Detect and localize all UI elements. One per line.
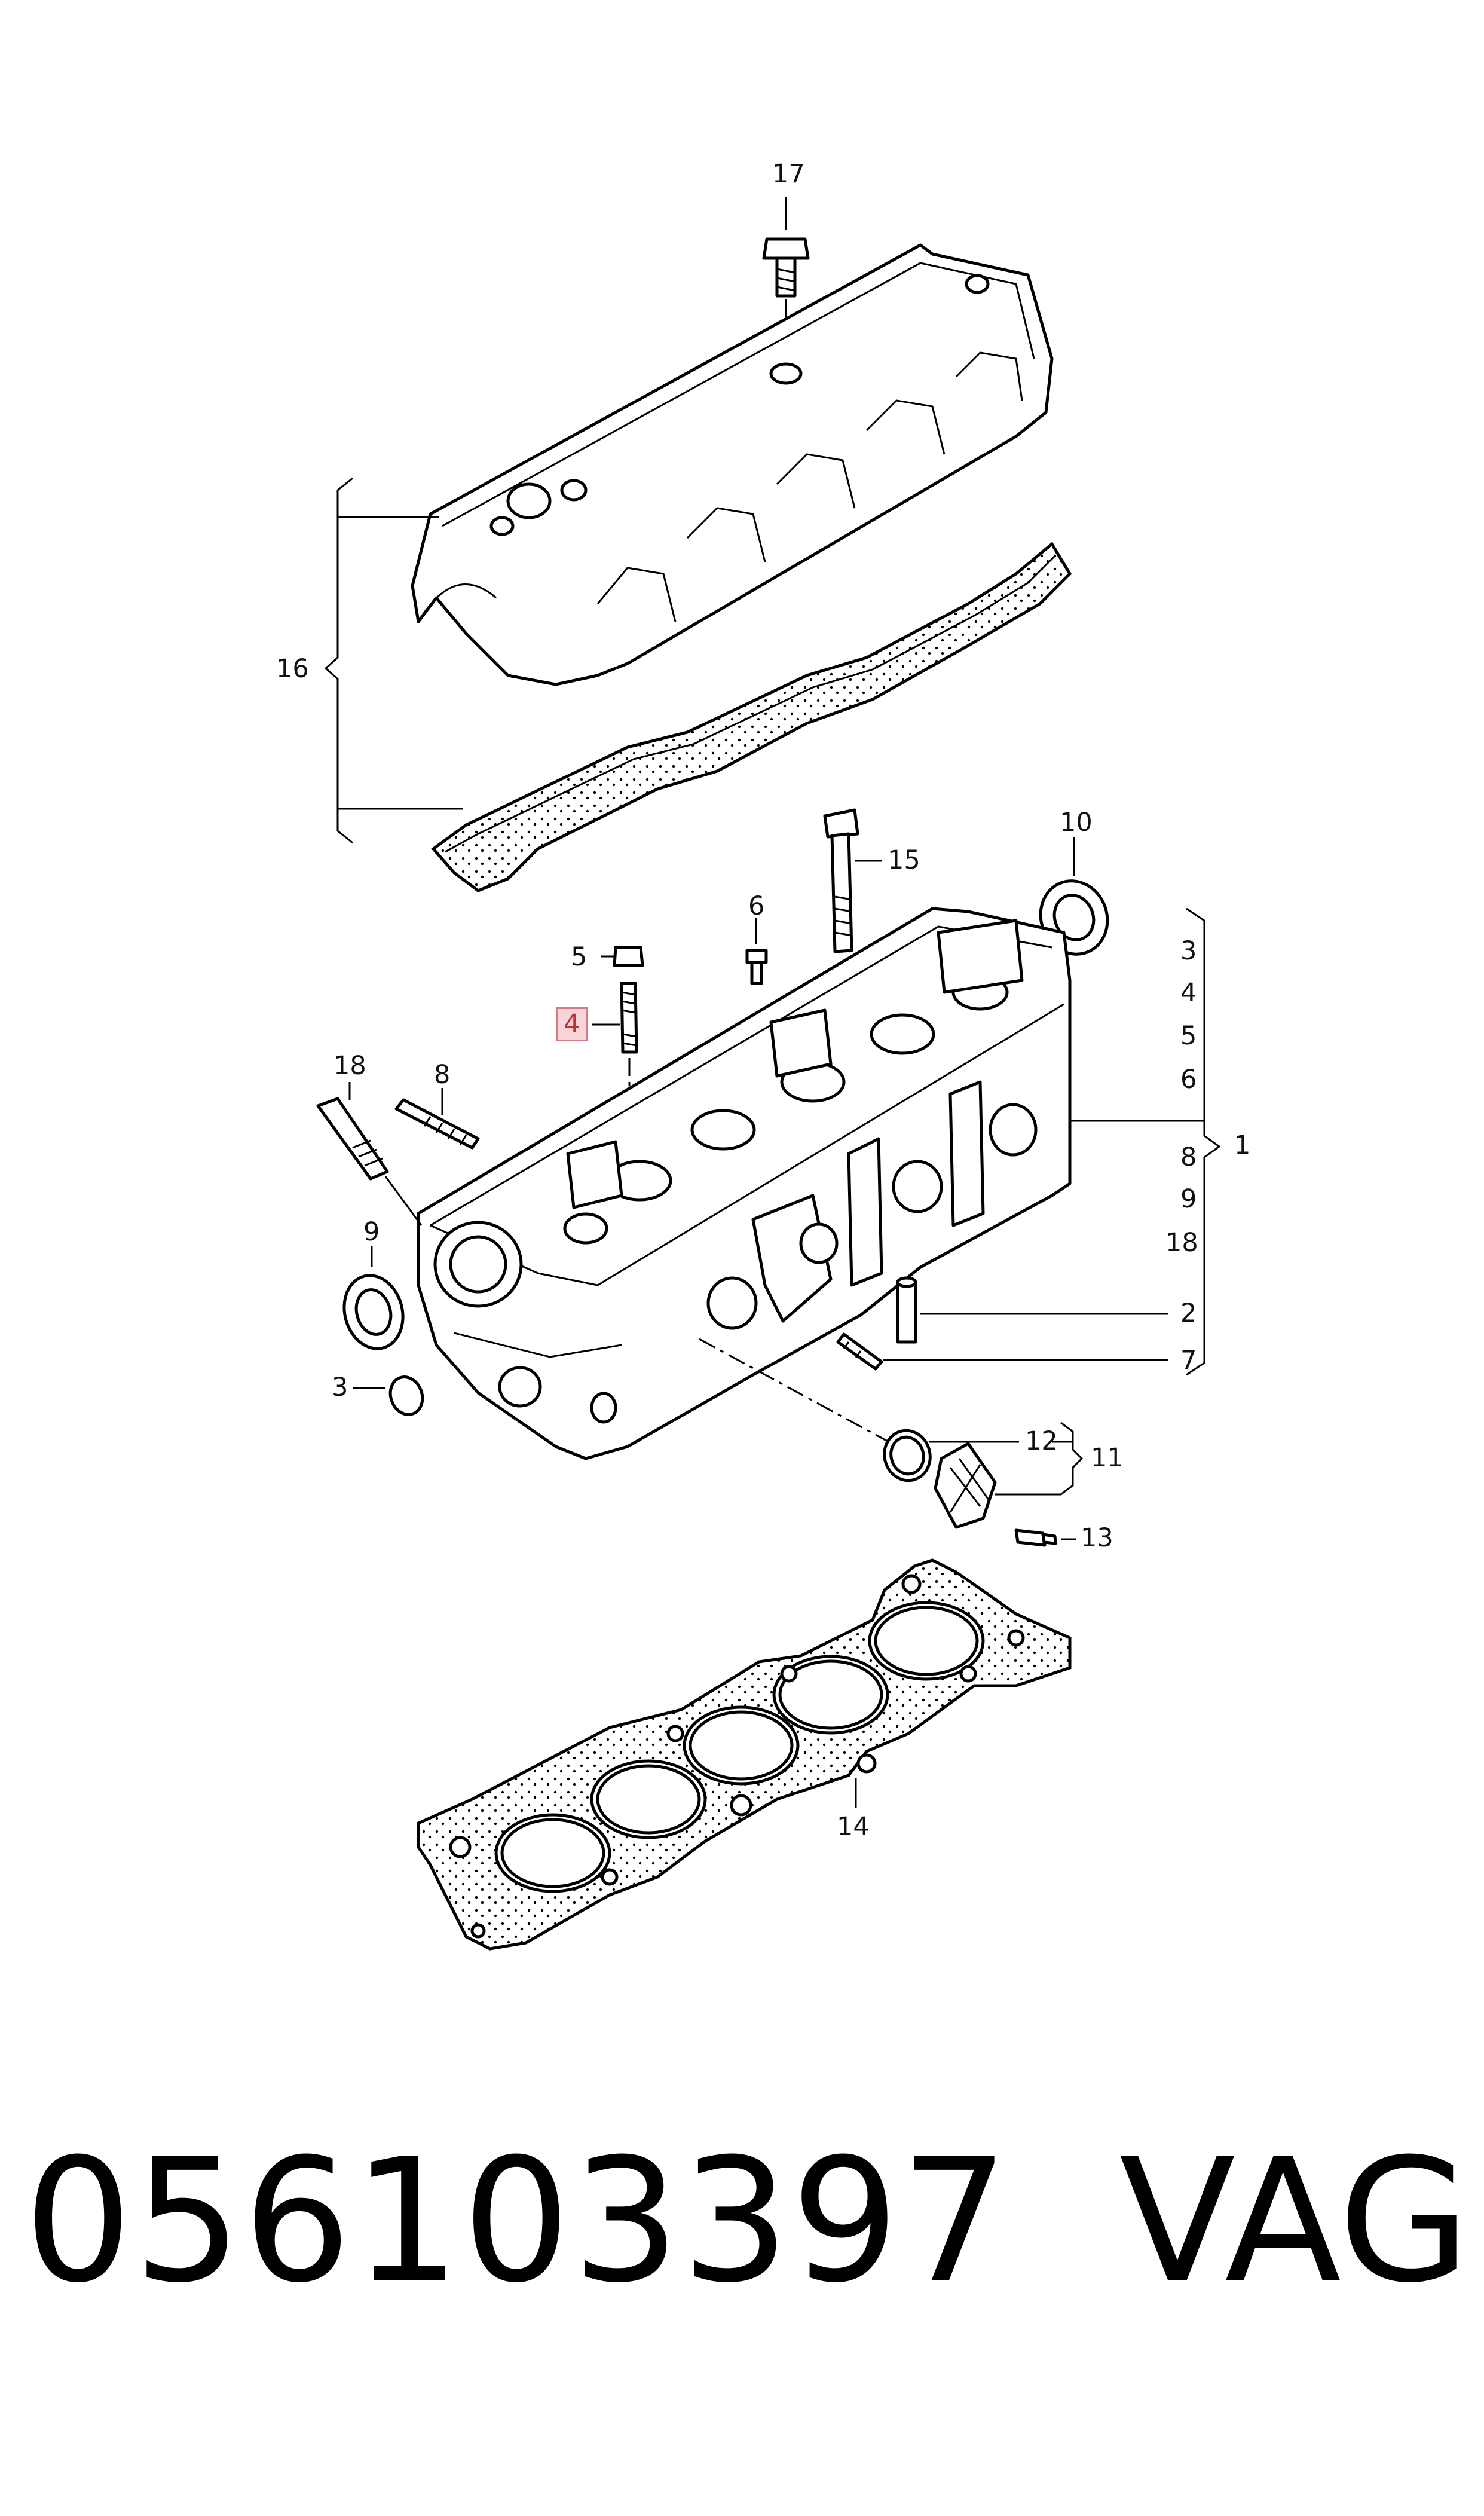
brand-name: VAG — [1119, 2122, 1470, 2321]
callout-9-right: 9 — [1180, 1184, 1197, 1214]
exploded-parts-diagram: 17 16 15 10 6 5 4 18 8 9 3 3 4 5 6 8 9 1… — [276, 159, 1251, 1951]
callout-16: 16 — [276, 654, 309, 684]
stud-18 — [316, 1082, 423, 1226]
callout-6-right: 6 — [1180, 1065, 1197, 1095]
bush-2 — [896, 1276, 1168, 1344]
callout-8-left: 8 — [434, 1060, 451, 1090]
cap-3 — [353, 1375, 424, 1416]
callout-11: 11 — [1091, 1443, 1124, 1473]
callout-5-left: 5 — [571, 942, 588, 972]
cover-11 — [934, 1421, 1084, 1529]
bolt-15 — [823, 808, 882, 953]
callout-12: 12 — [1025, 1426, 1058, 1456]
callout-17: 17 — [772, 159, 805, 189]
callout-10: 10 — [1060, 808, 1093, 837]
seal-9 — [342, 1246, 405, 1350]
bracket-16 — [324, 477, 463, 844]
valve-cover — [411, 243, 1054, 686]
head-gasket — [417, 1558, 1072, 1951]
callout-3-right: 3 — [1180, 936, 1197, 966]
callout-6-top: 6 — [748, 891, 765, 921]
part-number-caption: 056103397 VAG — [24, 2122, 1470, 2325]
bracket-1 — [1070, 907, 1221, 1376]
callout-15: 15 — [888, 845, 920, 875]
callout-9-left: 9 — [363, 1217, 380, 1247]
callout-5-right: 5 — [1180, 1021, 1197, 1051]
stud-7 — [836, 1332, 1168, 1371]
o-ring-12 — [883, 1429, 1019, 1482]
callout-14: 14 — [837, 1812, 870, 1842]
bolt-6 — [745, 918, 768, 985]
bolt-13 — [1014, 1528, 1076, 1547]
callout-4-right: 4 — [1180, 978, 1197, 1008]
stud-8 — [394, 1088, 480, 1150]
valve-cover-gasket — [431, 542, 1072, 892]
callout-7: 7 — [1180, 1346, 1197, 1375]
part-number: 056103397 — [24, 2122, 1010, 2321]
assembly-line — [699, 1338, 909, 1454]
callout-4-highlighted[interactable]: 4 — [556, 1007, 588, 1041]
callout-13: 13 — [1081, 1523, 1113, 1553]
diagram-drawing — [316, 197, 1221, 1951]
callout-8-right: 8 — [1180, 1142, 1197, 1172]
callout-3-left: 3 — [332, 1372, 348, 1402]
nut-5-stud-4 — [592, 946, 644, 1151]
callout-2: 2 — [1180, 1298, 1197, 1328]
callout-18-left: 18 — [333, 1051, 366, 1081]
callout-18-right: 18 — [1165, 1228, 1198, 1258]
callout-1: 1 — [1234, 1130, 1251, 1160]
cylinder-head — [417, 907, 1072, 1460]
